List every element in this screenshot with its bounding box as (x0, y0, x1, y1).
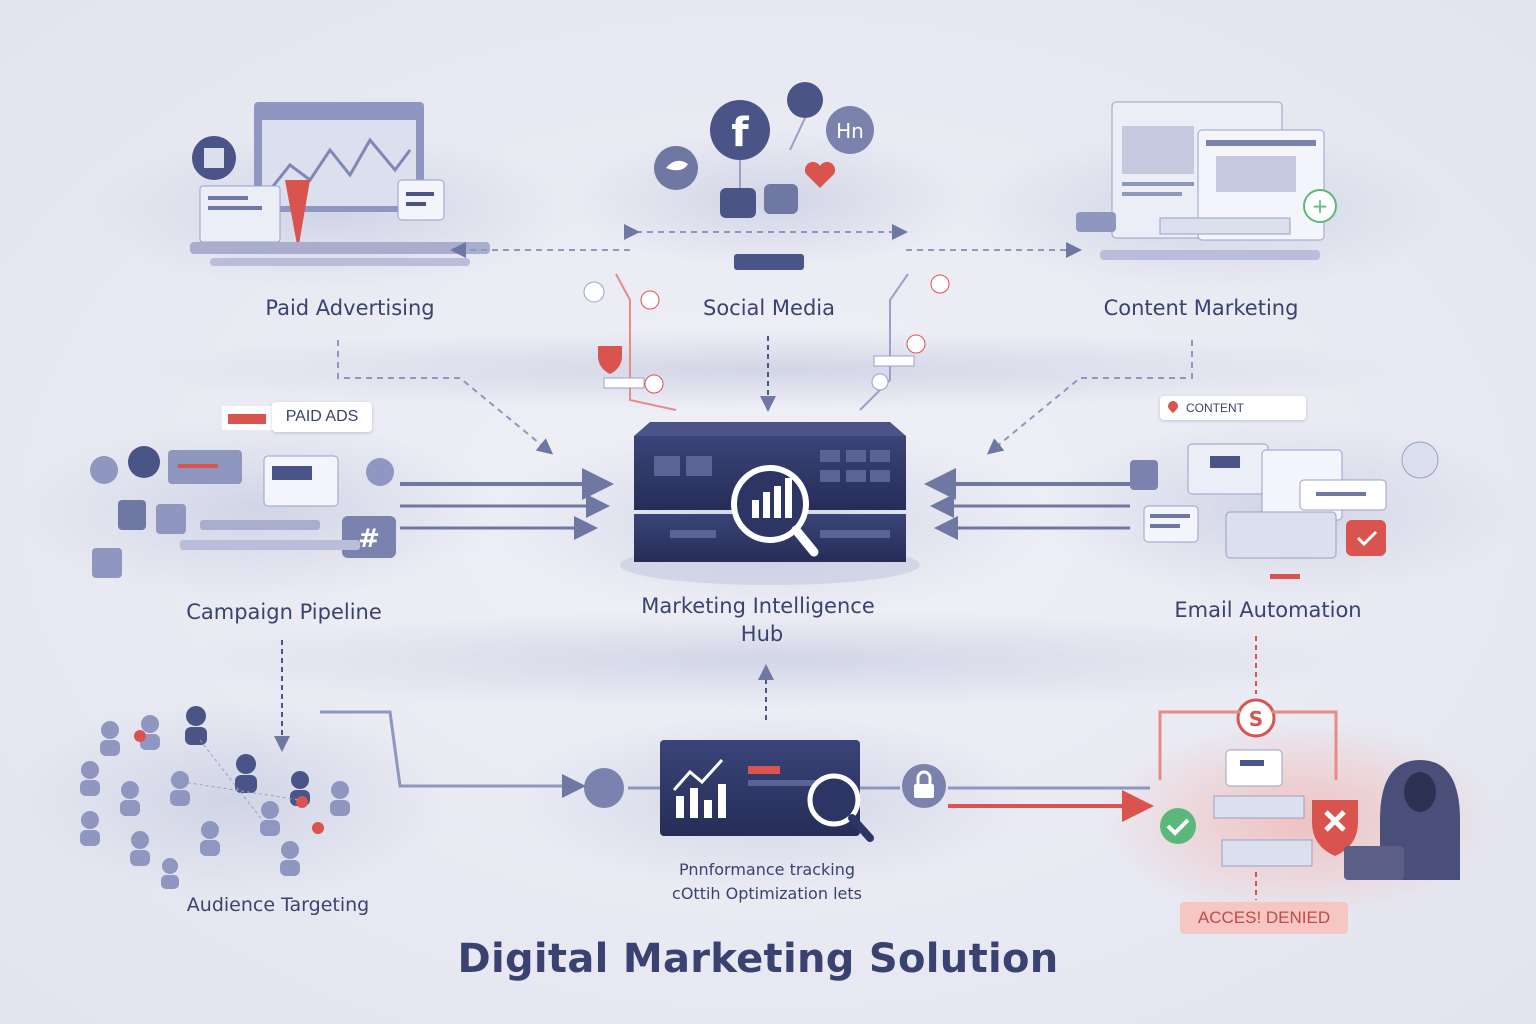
linkedin-icon: Hn (836, 119, 864, 143)
content-marketing-label: Content Marketing (1103, 296, 1299, 320)
paid-advertising-label: Paid Advertising (265, 296, 435, 320)
background-clouds (10, 130, 1520, 920)
paid-ads-tag: PAID ADS (272, 402, 372, 432)
hub-label-line2: Hub (740, 622, 784, 646)
location-pin-icon (1165, 398, 1181, 414)
email-automation-illustration (1130, 441, 1439, 579)
twitter-icon (666, 160, 688, 171)
email-automation-label: Email Automation (1174, 598, 1362, 622)
security-icon: S (1249, 707, 1263, 731)
audience-targeting-label: Audience Targeting (186, 894, 370, 916)
campaign-pipeline-label: Campaign Pipeline (186, 600, 382, 624)
check-icon (1166, 818, 1190, 836)
facebook-icon: f (731, 110, 749, 156)
social-media-illustration: f Hn (654, 82, 874, 270)
performance-label-line1: Pnnformance tracking (678, 860, 856, 879)
hashtag-icon: # (358, 524, 380, 554)
check-shield-icon (1356, 530, 1378, 547)
content-tag-text: CONTENT (1186, 401, 1244, 415)
x-shield-icon (1324, 810, 1346, 832)
content-tag: CONTENT (1160, 396, 1306, 420)
access-denied-tag: ACCES! DENIED (1180, 902, 1348, 934)
access-denied-illustration: S (1158, 698, 1460, 880)
plus-icon: + (1312, 194, 1329, 218)
social-media-label: Social Media (702, 296, 836, 320)
hub-server-illustration (620, 422, 920, 585)
connectors (274, 224, 1257, 900)
performance-tracking-illustration (584, 740, 946, 842)
campaign-pipeline-illustration: # (90, 406, 396, 578)
performance-label-line2: cOttih Optimization lets (672, 884, 862, 903)
page-title: Digital Marketing Solution (457, 936, 1059, 982)
audience-targeting-illustration (80, 706, 350, 889)
lock-icon (914, 784, 934, 798)
heart-icon (804, 161, 836, 188)
content-marketing-illustration: + (1076, 101, 1337, 260)
hub-label-line1: Marketing Intelligence (641, 594, 875, 618)
magnifier-icon (791, 525, 819, 557)
social-badges (583, 274, 950, 394)
paid-advertising-illustration (190, 102, 490, 266)
